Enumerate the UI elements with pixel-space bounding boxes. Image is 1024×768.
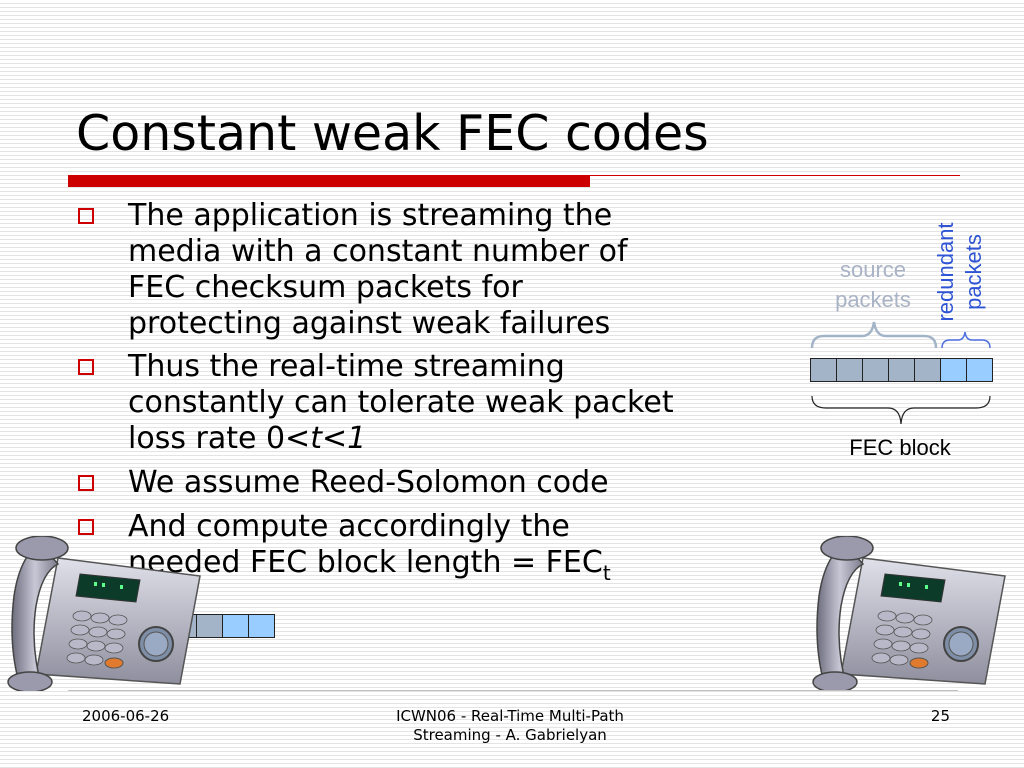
bullet-marker-icon bbox=[78, 359, 94, 375]
bullet-marker-icon bbox=[78, 208, 94, 224]
bullet-1-line-2: media with a constant number of bbox=[128, 234, 628, 269]
source-packet-cell bbox=[836, 358, 863, 382]
fec-block-label: FEC block bbox=[849, 435, 951, 460]
bullet-marker-icon bbox=[78, 475, 94, 491]
diagram-braces bbox=[810, 321, 991, 425]
bullet-marker-icon bbox=[78, 519, 94, 535]
source-packet-cell bbox=[196, 614, 223, 638]
bullet-4-line-1: And compute accordingly the bbox=[128, 509, 570, 544]
bullet-1-line-1: The application is streaming the bbox=[128, 198, 613, 233]
source-packet-cell bbox=[810, 358, 837, 382]
source-brace bbox=[810, 321, 938, 349]
redundant-packet-cell bbox=[248, 614, 275, 638]
title-underline-thin bbox=[590, 175, 960, 176]
redundant-packet-cell bbox=[966, 358, 993, 382]
footer-page-number: 25 bbox=[930, 707, 950, 725]
bullet-1-line-4: protecting against weak failures bbox=[128, 306, 611, 341]
bullet-2-line-3: loss rate 0<t<1 bbox=[128, 421, 367, 456]
bullet-3-line-1: We assume Reed-Solomon code bbox=[128, 465, 609, 500]
source-label-line-1: source bbox=[839, 257, 907, 282]
fec-packet-strip bbox=[810, 358, 993, 384]
redundant-packets-label: redundant packets bbox=[920, 196, 1000, 321]
footer-date: 2006-06-26 bbox=[82, 707, 170, 725]
right-telephone-icon bbox=[812, 536, 1006, 691]
bullet-1-line-3: FEC checksum packets for bbox=[128, 270, 523, 305]
footer-title-line-2: Streaming - A. Gabrielyan bbox=[413, 726, 607, 744]
bullet-4-line-2: needed FEC block length = FECt bbox=[128, 545, 611, 585]
slide-title: Constant weak FEC codes bbox=[76, 105, 709, 162]
bullet-2-line-2: constantly can tolerate weak packet bbox=[128, 385, 674, 420]
source-packets-label: source packets bbox=[818, 255, 928, 315]
source-packet-cell bbox=[862, 358, 889, 382]
bullet-2-line-1: Thus the real-time streaming bbox=[128, 349, 565, 384]
left-telephone-icon bbox=[7, 536, 201, 691]
footer-divider bbox=[68, 690, 958, 691]
source-label-line-2: packets bbox=[835, 287, 911, 312]
source-packet-cell bbox=[888, 358, 915, 382]
footer-title-line-1: ICWN06 - Real-Time Multi-Path bbox=[396, 707, 624, 725]
fec-block-brace bbox=[811, 395, 991, 425]
redundant-brace bbox=[941, 331, 991, 349]
redundant-packet-cell bbox=[940, 358, 967, 382]
footer-title: ICWN06 - Real-Time Multi-Path Streaming … bbox=[360, 707, 660, 745]
redundant-packet-cell bbox=[222, 614, 249, 638]
source-packet-cell bbox=[914, 358, 941, 382]
title-underline bbox=[68, 175, 590, 187]
